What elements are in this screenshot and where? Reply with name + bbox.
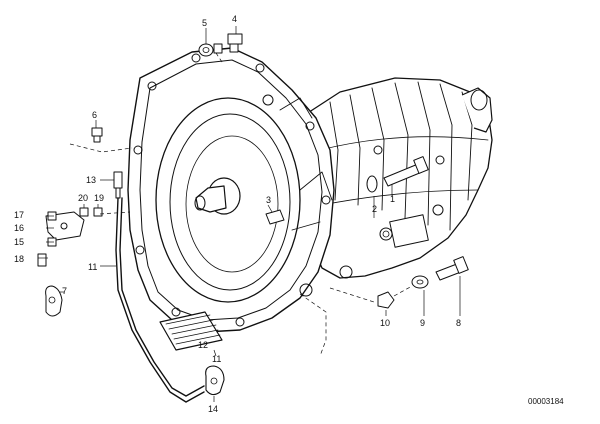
- bolt-item-18: [37, 253, 47, 267]
- callout-8: 8: [456, 318, 461, 328]
- assembly-guides: [69, 49, 413, 357]
- callout-18: 18: [14, 254, 24, 264]
- callout-12: 12: [198, 340, 208, 350]
- callout-5: 5: [202, 18, 207, 28]
- leader-lines: [38, 26, 461, 402]
- callout-20: 20: [78, 193, 88, 203]
- callout-15: 15: [14, 237, 24, 247]
- oil-strainer: [159, 311, 223, 351]
- callout-numbers: 1 2 3 4 5 6 7 8 9 10 11 11 12 13 14 15 1…: [14, 14, 564, 414]
- callout-13: 13: [86, 175, 96, 185]
- callout-11-tube: 11: [88, 262, 97, 272]
- bolt-item-6: [91, 127, 103, 143]
- dipstick-tube-item-11: [115, 197, 205, 403]
- clip-item-7: [45, 285, 63, 317]
- washer-item-9: [411, 275, 429, 289]
- callout-17: 17: [14, 210, 24, 220]
- small-parts: [37, 33, 469, 396]
- nuts-items-19-20: [79, 207, 103, 217]
- document-number: 00003184: [528, 397, 564, 406]
- transmission-assembly: [127, 47, 493, 351]
- callout-9: 9: [420, 318, 425, 328]
- washer-item-5: [198, 43, 223, 57]
- callout-19: 19: [94, 193, 104, 203]
- nut-item-10: [377, 291, 395, 309]
- callout-2: 2: [372, 204, 377, 214]
- bracket-items-15-17: [45, 211, 85, 247]
- callout-7: 7: [62, 286, 67, 296]
- callout-3: 3: [266, 195, 271, 205]
- washer-item-2: [366, 175, 378, 193]
- clamp-item-14: [205, 365, 225, 396]
- sensor-item-13: [113, 171, 123, 199]
- bolt-item-1: [383, 156, 429, 187]
- bolt-item-4: [227, 33, 243, 53]
- callout-10: 10: [380, 318, 390, 328]
- callout-4: 4: [232, 14, 237, 24]
- callout-14: 14: [208, 404, 218, 414]
- callout-6: 6: [92, 110, 97, 120]
- bell-housing: [127, 47, 335, 333]
- callout-16: 16: [14, 223, 24, 233]
- callout-1: 1: [390, 194, 395, 204]
- callout-11-strainer: 11: [212, 354, 221, 364]
- stud-item-8: [435, 256, 469, 281]
